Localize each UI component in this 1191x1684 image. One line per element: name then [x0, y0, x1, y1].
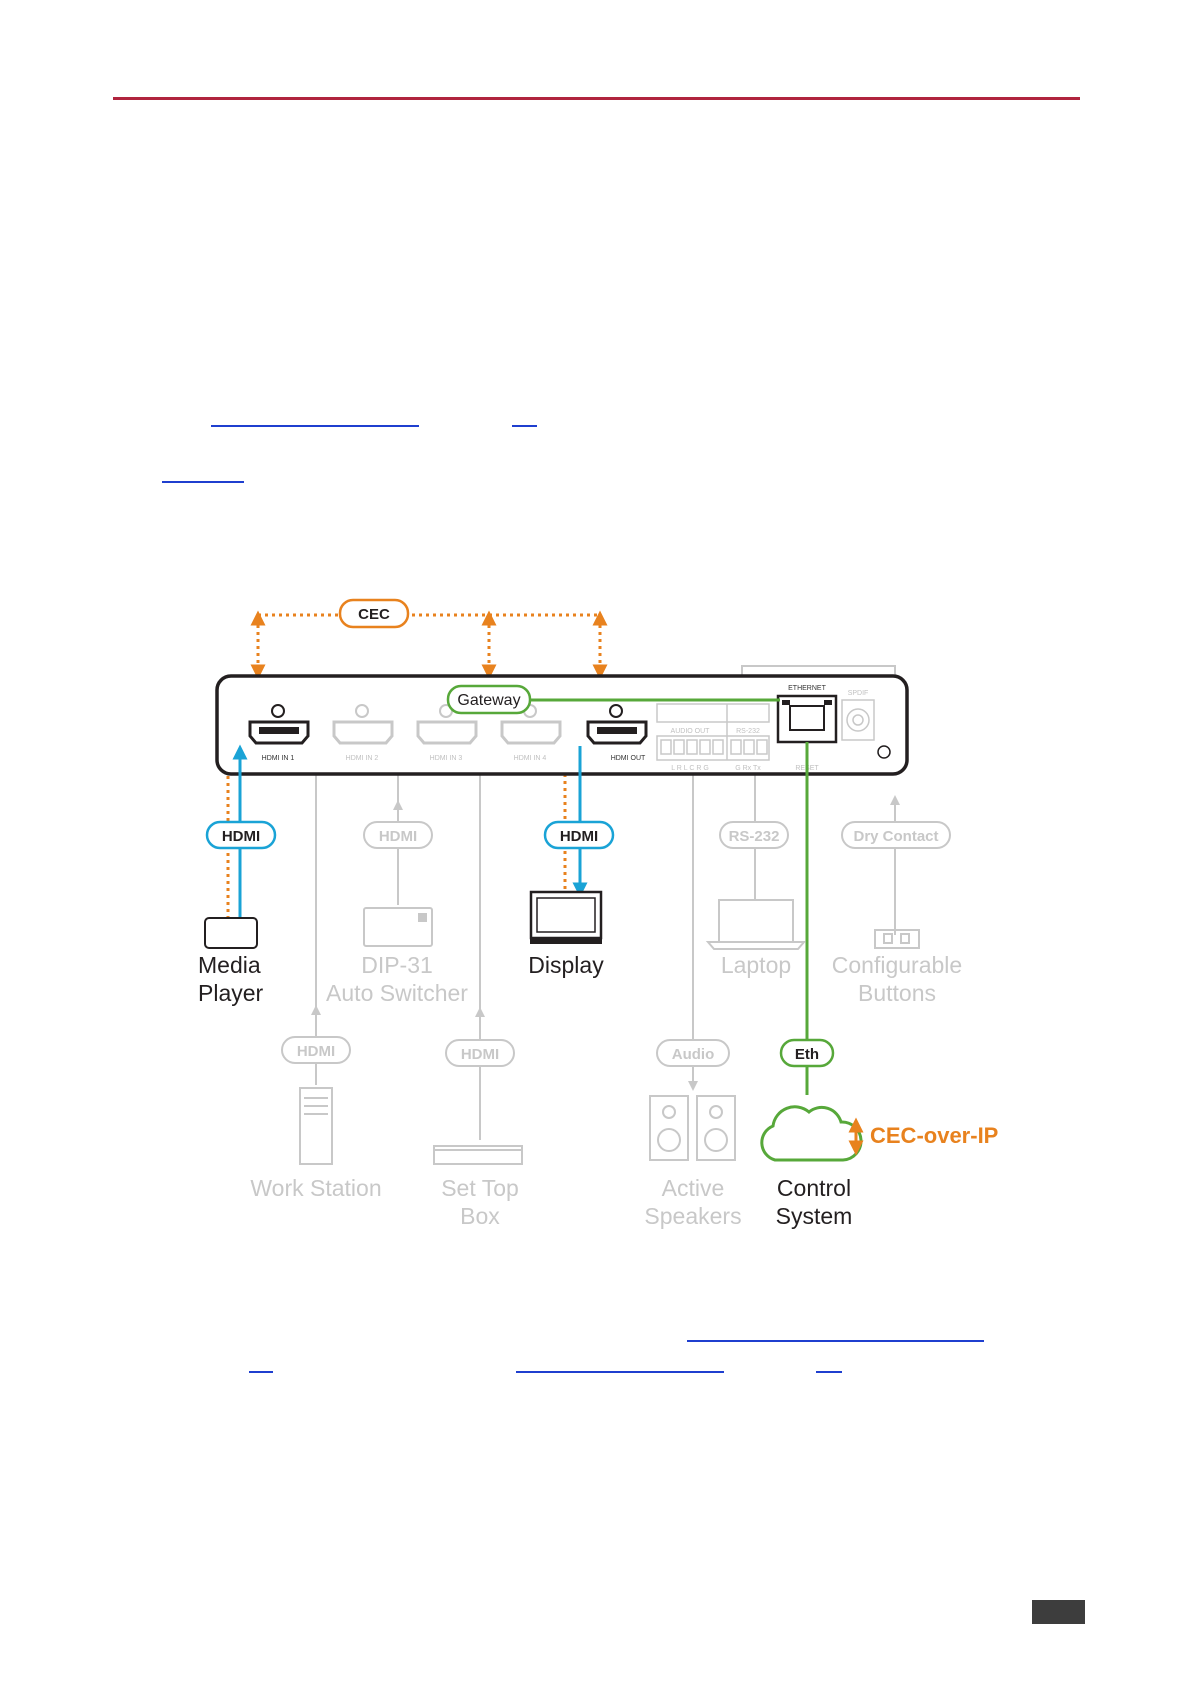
media-player-label-2: Player [198, 980, 264, 1006]
pill-hdmi-settop: HDMI [445, 1039, 515, 1067]
display-icon [529, 890, 603, 944]
settop-label-2: Box [460, 1203, 500, 1229]
display-label: Display [528, 952, 604, 978]
laptop-label: Laptop [721, 952, 791, 978]
terminal-right-label: G Rx Tx [735, 765, 761, 772]
control-system-label-2: System [776, 1203, 853, 1229]
terminal-blocks [656, 703, 770, 761]
hdmi-in1-port: HDMI IN 1 [248, 704, 310, 762]
buttons-icon [874, 929, 920, 949]
svg-text:HDMI IN 3: HDMI IN 3 [430, 755, 463, 762]
hdmi-in2-port: HDMI IN 2 [332, 704, 394, 762]
svg-text:HDMI IN 2: HDMI IN 2 [346, 755, 379, 762]
cec-over-ip-label: CEC-over-IP [870, 1123, 998, 1148]
gateway-line [528, 698, 809, 1095]
svg-text:ETHERNET: ETHERNET [788, 685, 826, 692]
settop-icon [433, 1145, 523, 1165]
terminal-left-label: L R L C R G [671, 765, 709, 772]
svg-text:HDMI: HDMI [560, 828, 598, 845]
pill-hdmi-out: HDMI [543, 820, 615, 850]
media-player-icon [204, 917, 258, 949]
link-underline[interactable] [816, 1371, 842, 1373]
pill-hdmi-in1: HDMI [205, 820, 277, 850]
page-number-badge [1032, 1600, 1085, 1624]
pill-dry-contact: Dry Contact [841, 821, 951, 849]
speakers-icon [649, 1095, 736, 1161]
header-rule [113, 97, 1080, 100]
svg-text:Eth: Eth [795, 1046, 819, 1063]
svg-text:SPDIF: SPDIF [848, 690, 869, 697]
pill-eth: Eth [779, 1038, 835, 1068]
link-underline[interactable] [211, 425, 419, 427]
svg-text:Gateway: Gateway [457, 692, 520, 709]
control-system-label-1: Control [777, 1175, 851, 1201]
cec-pill: CEC [338, 598, 410, 629]
svg-text:HDMI IN 4: HDMI IN 4 [514, 755, 547, 762]
hdmi-out-port: HDMI OUT [586, 704, 648, 762]
gateway-pill: Gateway [446, 684, 532, 715]
link-underline[interactable] [516, 1371, 724, 1373]
svg-text:HDMI: HDMI [297, 1043, 335, 1060]
dip31-label-2: Auto Switcher [326, 980, 468, 1006]
svg-text:HDMI: HDMI [379, 828, 417, 845]
pill-hdmi-workstation: HDMI [281, 1036, 351, 1064]
laptop-icon [705, 899, 807, 950]
link-underline[interactable] [687, 1340, 984, 1342]
speakers-label-2: Speakers [644, 1203, 741, 1229]
settop-label-1: Set Top [441, 1175, 519, 1201]
media-player-label-1: Media [198, 952, 261, 978]
svg-text:Dry Contact: Dry Contact [853, 828, 938, 845]
svg-text:HDMI OUT: HDMI OUT [611, 755, 646, 762]
link-underline[interactable] [512, 425, 537, 427]
svg-text:Audio: Audio [672, 1046, 715, 1063]
buttons-label-2: Buttons [858, 980, 936, 1006]
spdif-port: SPDIF [841, 690, 891, 759]
svg-text:RS-232: RS-232 [729, 828, 780, 845]
buttons-label-1: Configurable [832, 952, 962, 978]
workstation-icon [299, 1087, 333, 1165]
speakers-label-1: Active [662, 1175, 725, 1201]
dip31-icon [363, 907, 433, 947]
link-underline[interactable] [162, 481, 244, 483]
svg-text:HDMI: HDMI [222, 828, 260, 845]
dip31-label-1: DIP-31 [361, 952, 433, 978]
workstation-label: Work Station [250, 1175, 381, 1201]
pill-hdmi-dip: HDMI [363, 821, 433, 849]
svg-text:HDMI: HDMI [461, 1046, 499, 1063]
pill-audio: Audio [656, 1039, 730, 1067]
svg-text:CEC: CEC [358, 606, 390, 623]
audio-out-label: AUDIO OUT [671, 728, 711, 735]
svg-text:HDMI IN 1: HDMI IN 1 [262, 755, 295, 762]
cloud-icon [760, 1105, 863, 1162]
hdmi-in3-port: HDMI IN 3 [416, 704, 478, 762]
rs232-port-label: RS-232 [736, 728, 760, 735]
link-underline[interactable] [249, 1371, 273, 1373]
pill-rs232: RS-232 [719, 821, 789, 849]
